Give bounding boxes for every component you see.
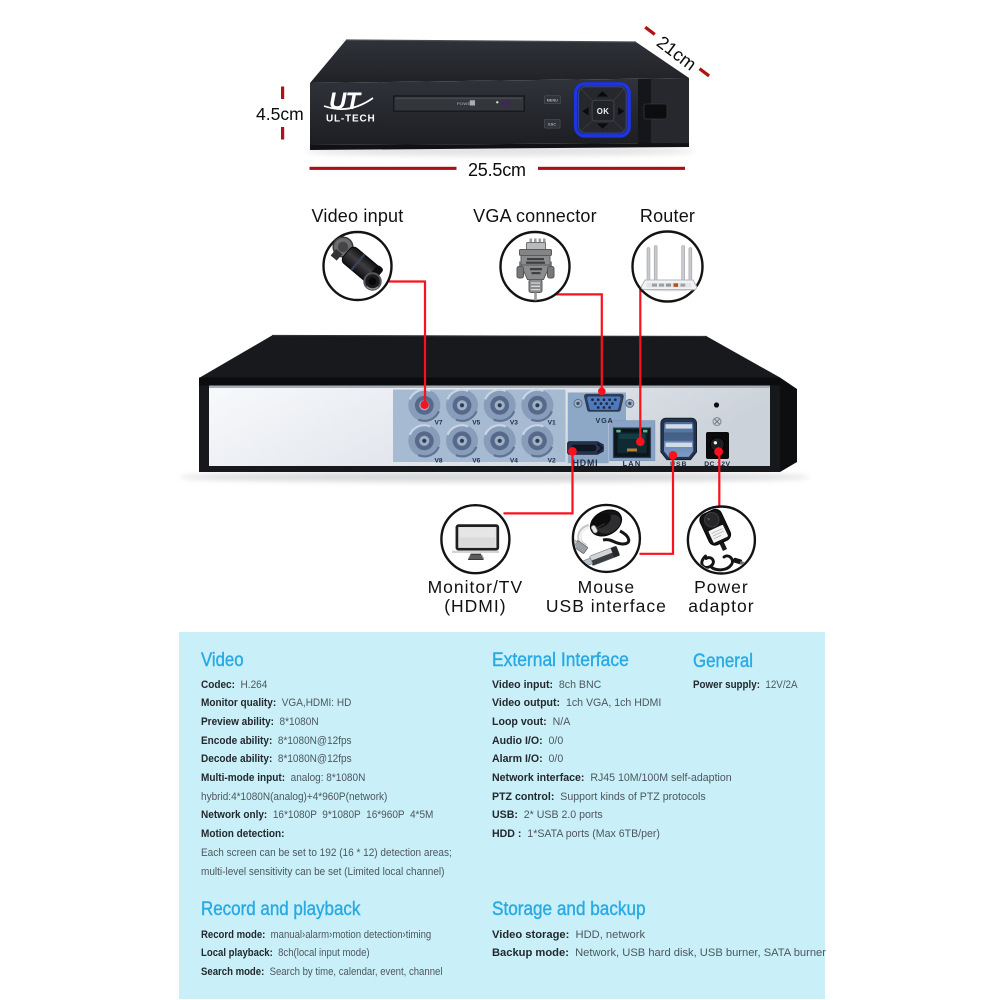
svg-text:V6: V6 (472, 458, 480, 465)
svg-text:V1: V1 (548, 420, 556, 427)
svg-text:V4: V4 (510, 458, 518, 465)
svg-text:V8: V8 (435, 458, 443, 465)
svg-text:OK: OK (597, 107, 610, 116)
svg-text:MENU: MENU (547, 98, 559, 102)
svg-text:V7: V7 (435, 420, 443, 427)
svg-text:UL-TECH: UL-TECH (326, 114, 375, 125)
svg-text:ESC: ESC (548, 123, 556, 127)
svg-text:UT: UT (329, 88, 362, 115)
svg-text:V3: V3 (510, 420, 518, 427)
svg-text:V2: V2 (548, 458, 556, 465)
svg-text:USB: USB (670, 461, 687, 468)
svg-text:POWER: POWER (457, 101, 474, 106)
svg-text:DC 12V: DC 12V (704, 461, 730, 468)
svg-text:V5: V5 (472, 420, 480, 427)
svg-text:LAN: LAN (623, 459, 642, 468)
svg-text:VGA: VGA (596, 416, 614, 425)
svg-text:HDMI: HDMI (573, 458, 599, 468)
